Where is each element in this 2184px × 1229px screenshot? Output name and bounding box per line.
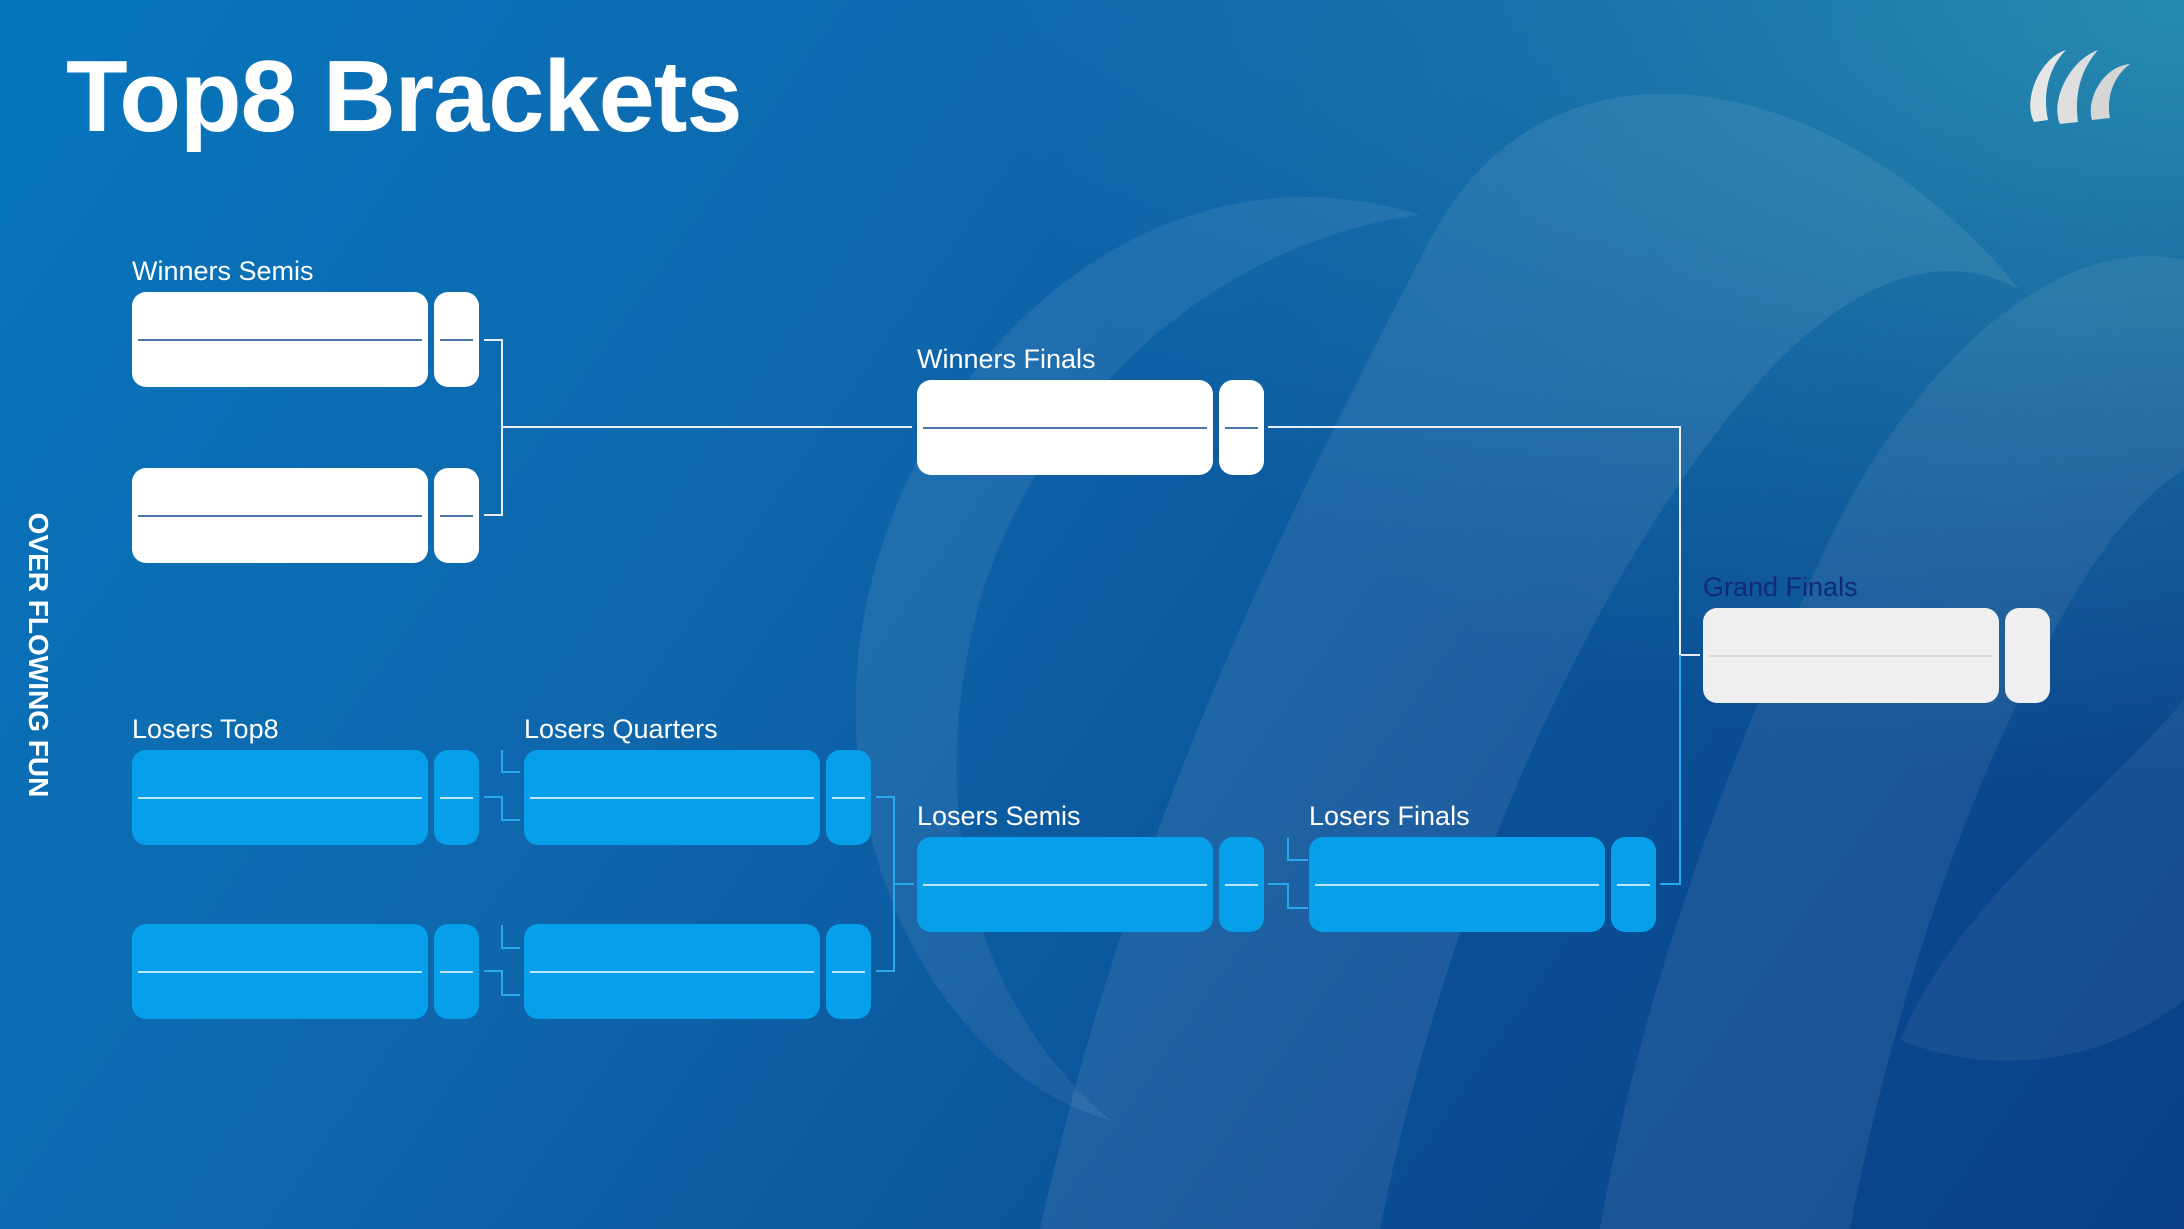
grand-finals-match-players[interactable]: [1703, 608, 1999, 703]
slot-divider: [1617, 883, 1650, 886]
connector-losers-finals-to-grand: [1660, 655, 1681, 885]
losers-semis-match-score[interactable]: [1219, 837, 1264, 932]
connector-losers-top8-2b: [484, 970, 520, 996]
swirl-logo-icon: [2030, 50, 2130, 124]
slot-divider: [138, 796, 422, 799]
winners-finals-match-score[interactable]: [1219, 380, 1264, 475]
slot-divider: [440, 970, 473, 973]
losers-top8-match-1-players[interactable]: [132, 750, 428, 845]
slot-divider: [1709, 654, 1993, 657]
connector-losers-top8-2: [501, 925, 520, 949]
slot-divider: [440, 338, 473, 341]
slot-divider: [1225, 426, 1258, 429]
label-winners-finals: Winners Finals: [917, 344, 1096, 374]
label-losers-quarters: Losers Quarters: [524, 714, 718, 744]
slot-divider: [1225, 883, 1258, 886]
slot-divider: [440, 796, 473, 799]
connector-winners-finals-to-grand: [1268, 426, 1700, 656]
winners-semis-match-2-players[interactable]: [132, 468, 428, 563]
slot-divider: [1315, 883, 1599, 886]
winners-finals-match-players[interactable]: [917, 380, 1213, 475]
slot-divider: [530, 970, 814, 973]
label-losers-semis: Losers Semis: [917, 801, 1081, 831]
losers-quarters-match-2-players[interactable]: [524, 924, 820, 1019]
grand-finals-match-score[interactable]: [2005, 608, 2050, 703]
label-losers-finals: Losers Finals: [1309, 801, 1470, 831]
winners-semis-match-1-score[interactable]: [434, 292, 479, 387]
slot-divider: [440, 514, 473, 517]
slot-divider: [138, 338, 422, 341]
connector-winners-semis: [484, 339, 503, 516]
connector-losers-top8-1b: [484, 796, 520, 821]
slot-divider: [530, 796, 814, 799]
slot-divider: [138, 514, 422, 517]
connector-semis-to-finals-b: [1268, 883, 1308, 909]
label-grand-finals: Grand Finals: [1703, 572, 1858, 602]
slot-divider: [832, 970, 865, 973]
connector-losers-top8-1: [501, 750, 520, 773]
slot-divider: [923, 426, 1207, 429]
label-winners-semis: Winners Semis: [132, 256, 314, 286]
losers-semis-match-players[interactable]: [917, 837, 1213, 932]
losers-quarters-match-1-players[interactable]: [524, 750, 820, 845]
losers-top8-match-1-score[interactable]: [434, 750, 479, 845]
label-losers-top8: Losers Top8: [132, 714, 279, 744]
losers-quarters-match-1-score[interactable]: [826, 750, 871, 845]
winners-semis-match-2-score[interactable]: [434, 468, 479, 563]
losers-top8-match-2-players[interactable]: [132, 924, 428, 1019]
losers-finals-match-score[interactable]: [1611, 837, 1656, 932]
losers-quarters-match-2-score[interactable]: [826, 924, 871, 1019]
connector-losers-quarters: [876, 796, 895, 972]
losers-finals-match-players[interactable]: [1309, 837, 1605, 932]
page-title: Top8 Brackets: [66, 41, 743, 153]
connector-semis-to-finals-a: [1287, 838, 1308, 861]
losers-top8-match-2-score[interactable]: [434, 924, 479, 1019]
slot-divider: [832, 796, 865, 799]
winners-semis-match-1-players[interactable]: [132, 292, 428, 387]
slot-divider: [923, 883, 1207, 886]
slot-divider: [138, 970, 422, 973]
